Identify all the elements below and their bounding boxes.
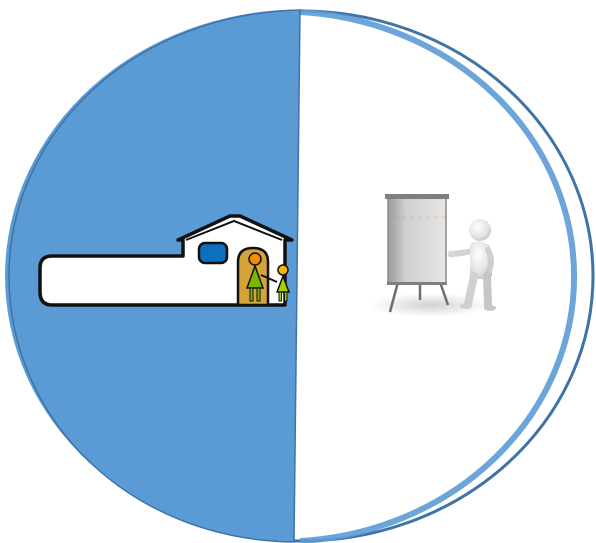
floor-shadow	[370, 293, 490, 317]
circle-right-rim	[299, 9, 578, 543]
flipchart-board	[387, 197, 447, 285]
flipchart-bottom-bar	[387, 282, 447, 285]
3d-person-presenting-at-flipchart-icon: ○ ○ ○ ○ ○ ○ ○	[370, 194, 496, 317]
flipchart-text: ○ ○ ○ ○ ○ ○ ○	[395, 214, 447, 219]
house-roof-line	[185, 219, 283, 241]
adult-figure-icon	[245, 252, 278, 302]
3d-person-icon	[447, 219, 496, 311]
house-outline	[38, 214, 294, 307]
house-window	[197, 241, 229, 265]
house-with-parent-and-child-icon	[38, 214, 294, 307]
child-figure-icon	[275, 264, 291, 302]
flipchart-top-bar	[385, 194, 449, 199]
